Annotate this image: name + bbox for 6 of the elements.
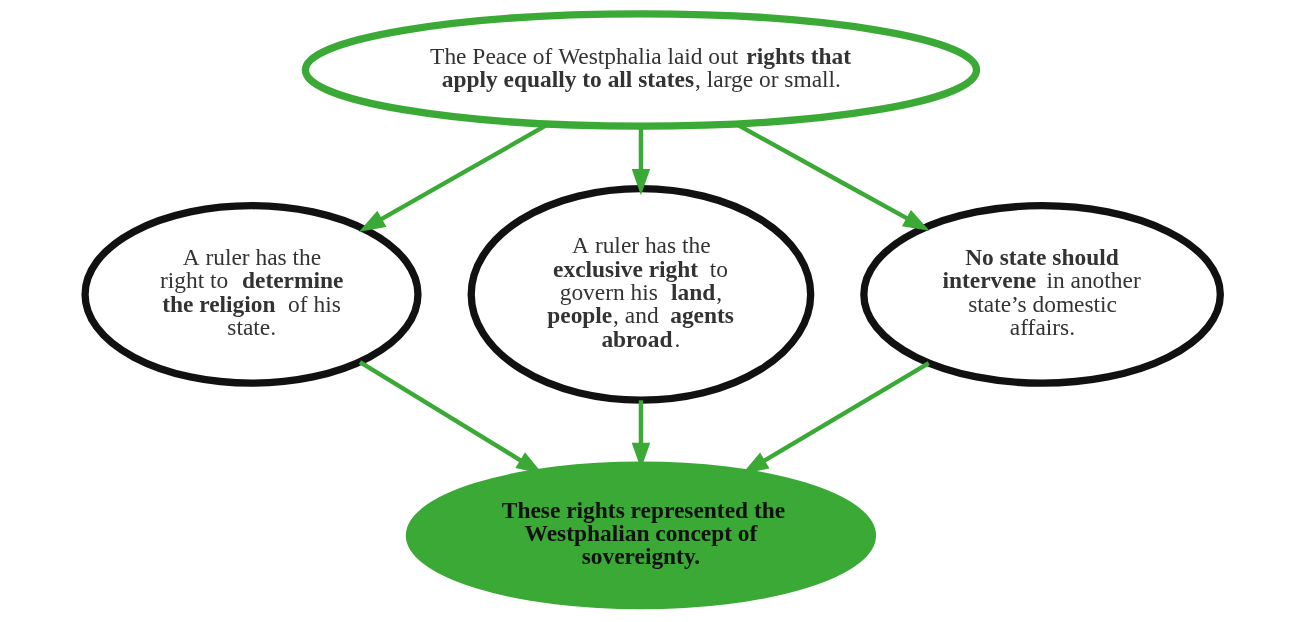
arrow <box>631 126 650 196</box>
node-ellipse: A ruler has the right to determine the religion of his state. <box>80 202 422 387</box>
node-ellipse: No state should intervene in another state’s domestic affairs. <box>859 202 1224 387</box>
node-ellipse: The Peace of Westphalia laid out rights that apply equally to all states, large or small. <box>301 10 980 130</box>
node-ellipse: These rights represented the Westphalian concept of sovereignty. <box>405 461 876 610</box>
node-ellipse: A ruler has the exclusive right to govern his land, people, and agents abroad. <box>467 185 814 404</box>
